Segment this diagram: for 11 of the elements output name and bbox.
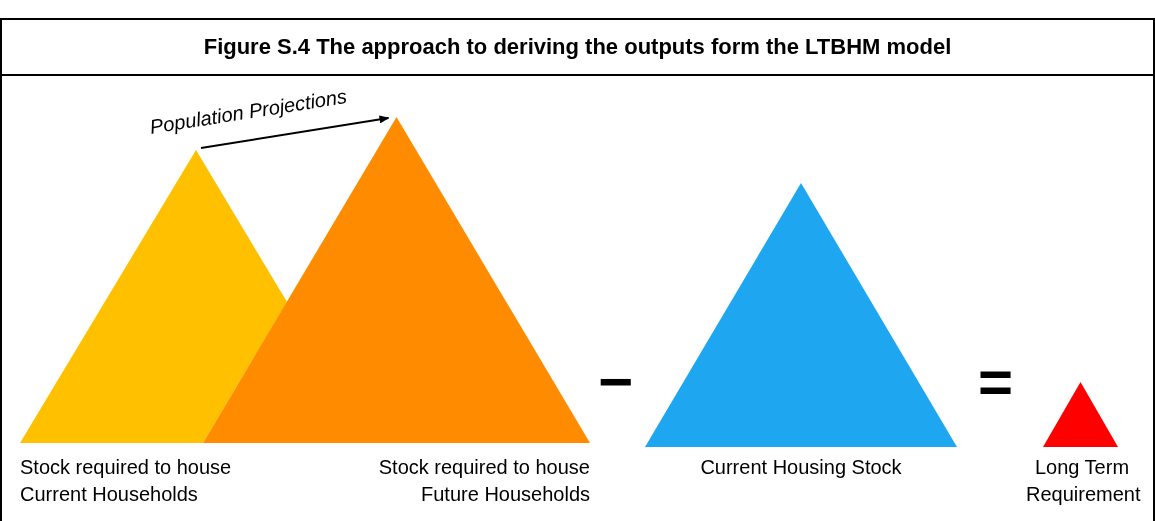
triangle-caption: Current Housing Stock: [699, 455, 903, 480]
triangle-caption: Stock required to house Current Households: [20, 455, 233, 507]
edge-label: Population Projections: [147, 84, 349, 140]
figure-title: Figure S.4 The approach to deriving the outputs form the LTBHM model: [202, 33, 953, 61]
triangle-caption: Stock required to house Future Households: [377, 455, 590, 507]
triangle: [645, 183, 957, 447]
triangle: [20, 150, 287, 443]
operator-sign: −: [598, 352, 634, 412]
operator-sign: =: [978, 352, 1014, 412]
arrow: [200, 115, 390, 149]
triangle: [1043, 382, 1118, 447]
